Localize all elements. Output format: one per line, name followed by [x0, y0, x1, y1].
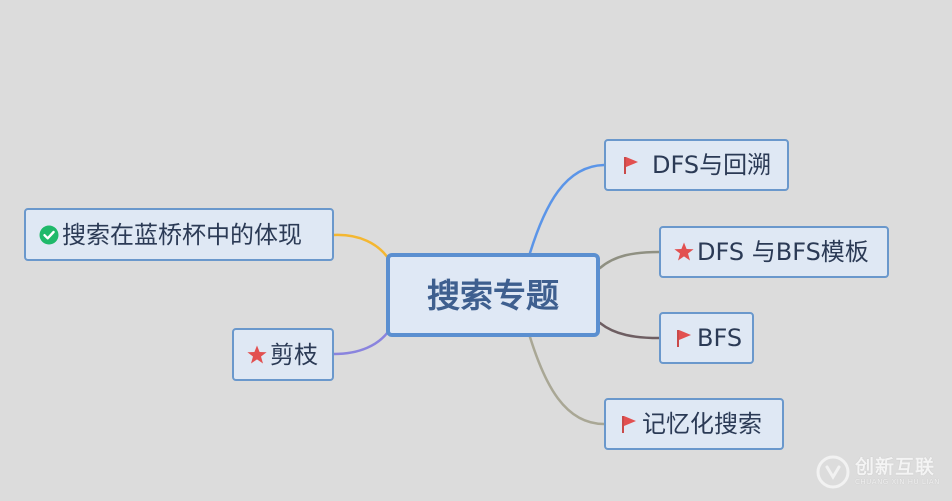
- connector-dfs: [528, 163, 606, 255]
- green-check-circle-icon: [38, 224, 60, 246]
- brand-watermark: 创新互联 CHUANG XIN HU LIAN: [815, 450, 945, 494]
- red-flag-icon: [673, 327, 695, 349]
- topic-label: 搜索在蓝桥杯中的体现: [62, 220, 302, 249]
- topic-label: DFS 与BFS模板: [697, 238, 869, 266]
- topic-label: BFS: [697, 324, 743, 352]
- central-topic[interactable]: 搜索专题: [386, 253, 600, 337]
- brand-logo-icon: [815, 454, 851, 490]
- central-topic-label: 搜索专题: [427, 275, 559, 315]
- connector-prune: [332, 330, 390, 356]
- topic-memoized-search[interactable]: 记忆化搜索: [604, 398, 784, 450]
- red-flag-icon: [620, 154, 642, 176]
- connector-memo: [528, 335, 606, 426]
- red-flag-icon: [618, 413, 640, 435]
- topic-label: 记忆化搜索: [642, 410, 762, 438]
- brand-name-en: CHUANG XIN HU LIAN: [855, 477, 940, 486]
- topic-label: 剪枝: [270, 340, 318, 369]
- brand-name-cn: 创新互联: [855, 456, 936, 479]
- red-star-icon: [673, 241, 695, 263]
- connector-bfs: [598, 321, 661, 340]
- red-star-icon: [246, 344, 268, 366]
- topic-dfs-backtracking[interactable]: DFS与回溯: [604, 139, 789, 191]
- topic-dfs-bfs-template[interactable]: DFS 与BFS模板: [659, 226, 889, 278]
- topic-search-in-lanqiao[interactable]: 搜索在蓝桥杯中的体现: [24, 208, 334, 261]
- topic-bfs[interactable]: BFS: [659, 312, 754, 364]
- topic-pruning[interactable]: 剪枝: [232, 328, 334, 381]
- connector-template: [598, 250, 661, 270]
- connector-lanqiao: [332, 233, 390, 260]
- brand-text: 创新互联 CHUANG XIN HU LIAN: [855, 456, 940, 486]
- topic-label: DFS与回溯: [652, 151, 772, 179]
